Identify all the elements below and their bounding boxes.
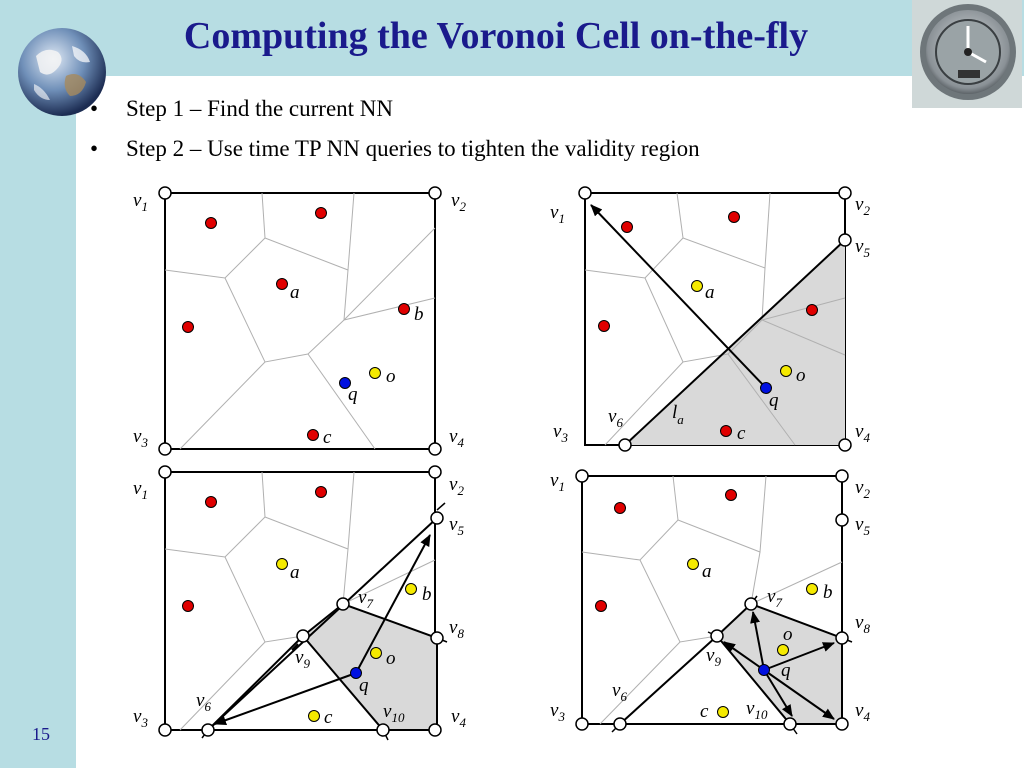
svg-text:v3: v3 [133, 706, 148, 730]
svg-text:v8: v8 [855, 612, 870, 636]
svg-text:c: c [323, 427, 332, 448]
svg-text:a: a [290, 282, 300, 303]
svg-text:v6: v6 [612, 680, 627, 704]
svg-text:c: c [700, 701, 709, 722]
svg-text:v1: v1 [550, 202, 565, 226]
svg-text:q: q [781, 660, 791, 681]
svg-text:c: c [324, 707, 333, 728]
svg-text:v10: v10 [746, 698, 768, 722]
top-band [76, 0, 1024, 76]
svg-text:v8: v8 [449, 617, 464, 641]
svg-text:o: o [783, 624, 793, 645]
slide-title: Computing the Voronoi Cell on-the-fly [183, 15, 809, 57]
diagram-step-2b: v1 v2 v5 v7 v8 v9 v6 v10 v3 v4 a b o q c [133, 465, 466, 741]
svg-text:v2: v2 [855, 194, 870, 218]
svg-text:v2: v2 [451, 190, 466, 214]
svg-text:v9: v9 [295, 647, 310, 671]
svg-text:q: q [359, 675, 369, 696]
svg-text:v5: v5 [449, 514, 464, 538]
svg-text:b: b [422, 584, 432, 605]
earth-globe-image [18, 28, 106, 116]
svg-text:v9: v9 [706, 645, 721, 669]
svg-text:b: b [414, 304, 424, 325]
svg-text:v3: v3 [553, 421, 568, 445]
car-clock-image [912, 0, 1022, 108]
svg-text:v4: v4 [451, 706, 466, 730]
svg-text:o: o [796, 365, 806, 386]
svg-text:v5: v5 [855, 236, 870, 260]
svg-text:v7: v7 [767, 586, 782, 610]
diagram-step-2c: v1 v2 v5 v7 v8 v9 v6 v10 v3 v4 a b o q c [550, 469, 870, 735]
svg-text:v1: v1 [133, 190, 148, 214]
diagram-step-1: v1 v2 v3 v4 a b o q c [133, 186, 466, 456]
svg-text:v2: v2 [449, 474, 464, 498]
bullet-list: Step 1 – Find the current NN Step 2 – Us… [86, 94, 700, 174]
svg-text:v1: v1 [133, 478, 148, 502]
svg-text:v2: v2 [855, 477, 870, 501]
svg-text:la: la [672, 402, 684, 427]
bullet-step-1: Step 1 – Find the current NN [86, 94, 700, 134]
svg-text:v4: v4 [855, 700, 870, 724]
svg-text:v5: v5 [855, 514, 870, 538]
svg-text:a: a [705, 282, 715, 303]
svg-text:a: a [702, 561, 712, 582]
svg-text:v10: v10 [383, 701, 405, 725]
svg-text:v1: v1 [550, 470, 565, 494]
svg-text:a: a [290, 562, 300, 583]
svg-text:o: o [386, 648, 396, 669]
svg-text:v3: v3 [550, 700, 565, 724]
svg-text:v3: v3 [133, 426, 148, 450]
page-number: 15 [32, 724, 50, 744]
svg-text:v6: v6 [608, 406, 623, 430]
svg-text:q: q [769, 390, 779, 411]
svg-text:c: c [737, 423, 746, 444]
svg-text:q: q [348, 384, 358, 405]
svg-text:v4: v4 [449, 426, 464, 450]
left-band [0, 0, 76, 768]
svg-text:o: o [386, 366, 396, 387]
diagram-step-2a: v1 v2 v5 v3 v6 v4 a o q c la [550, 186, 870, 452]
svg-text:v7: v7 [358, 587, 373, 611]
svg-text:v6: v6 [196, 690, 211, 714]
bullet-step-2: Step 2 – Use time TP NN queries to tight… [86, 134, 700, 174]
svg-text:b: b [823, 582, 833, 603]
svg-text:v4: v4 [855, 421, 870, 445]
